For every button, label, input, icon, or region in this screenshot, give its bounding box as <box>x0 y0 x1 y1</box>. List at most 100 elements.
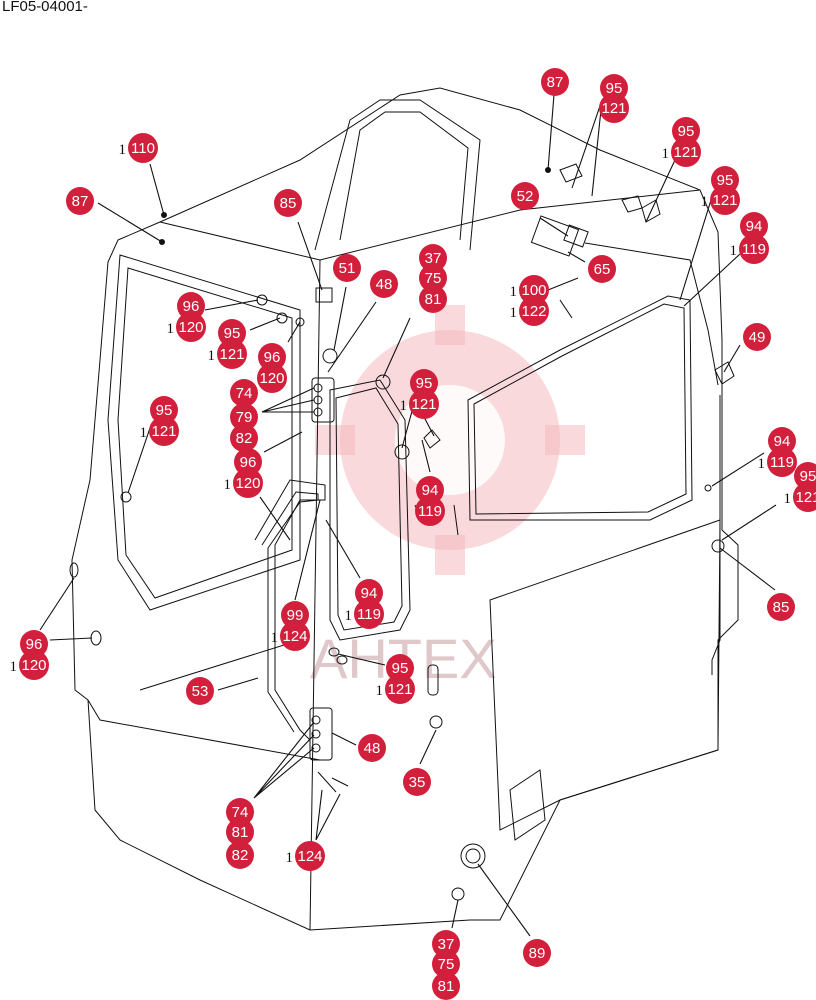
callout-label: 96 <box>26 636 43 653</box>
callout-c96a: 96 <box>177 292 205 320</box>
callout-c95f: 95 <box>150 396 178 424</box>
callout-label: 35 <box>409 774 426 791</box>
callout-label: 95 <box>224 325 241 342</box>
callout-bubble <box>149 416 179 446</box>
callout-label: 82 <box>232 847 249 864</box>
callout-c74a: 74 <box>230 379 258 407</box>
callout-c65: 65 <box>588 255 616 283</box>
callout-bubble <box>333 254 361 282</box>
callout-bubble <box>432 950 460 978</box>
callout-label: 37 <box>438 936 455 953</box>
callout-label: 120 <box>21 657 46 674</box>
callout-c96c: 96 <box>234 448 262 476</box>
callout-bubble <box>274 189 302 217</box>
callout-bubble <box>217 339 247 369</box>
callout-c87b: 87 <box>66 187 94 215</box>
callout-c120b: 120 <box>257 363 287 393</box>
callout-bubble <box>519 296 549 326</box>
callout-c48b: 48 <box>358 734 386 762</box>
callout-label: 95 <box>416 375 433 392</box>
callout-bubble <box>419 285 447 313</box>
callout-bubble <box>432 972 460 1000</box>
callout-label: 65 <box>594 261 611 278</box>
callout-label: 48 <box>364 740 381 757</box>
callout-label: 121 <box>219 346 244 363</box>
callout-label: 49 <box>749 329 766 346</box>
callout-label: 85 <box>773 599 790 616</box>
callout-label: 121 <box>673 144 698 161</box>
callout-c94b: 94 <box>768 427 796 455</box>
callout-label: 124 <box>297 848 322 865</box>
callout-prefix: 1 <box>701 194 709 210</box>
callout-bubble <box>768 427 796 455</box>
callout-bubble <box>295 841 325 871</box>
callout-label: 96 <box>264 349 281 366</box>
callout-prefix: 1 <box>345 608 353 624</box>
callout-c35: 35 <box>403 768 431 796</box>
callout-bubble <box>419 244 447 272</box>
callout-prefix: 1 <box>730 243 738 259</box>
callout-label: 120 <box>178 319 203 336</box>
callout-c119c: 119 <box>415 496 445 526</box>
callout-prefix: 1 <box>662 146 670 162</box>
callout-label: 121 <box>795 489 816 506</box>
callout-c85a: 85 <box>274 189 302 217</box>
callout-c81b: 81 <box>226 818 254 846</box>
callout-c89: 89 <box>523 939 551 967</box>
callout-c52: 52 <box>511 182 539 210</box>
callout-label: 119 <box>357 606 381 623</box>
callout-prefix: 1 <box>140 425 148 441</box>
callout-bubble <box>767 593 795 621</box>
callout-bubble <box>226 798 254 826</box>
callout-label: 119 <box>418 503 442 520</box>
callout-bubble <box>410 369 438 397</box>
callout-prefix: 1 <box>510 284 518 300</box>
callout-label: 89 <box>529 945 546 962</box>
callout-c37a: 37 <box>419 244 447 272</box>
callout-bubble <box>234 448 262 476</box>
callout-bubble <box>672 117 700 145</box>
callout-c87a: 87 <box>541 68 569 96</box>
callout-label: 81 <box>425 291 442 308</box>
callout-bubble <box>523 939 551 967</box>
callout-label: 121 <box>387 681 412 698</box>
callout-label: 74 <box>236 385 253 402</box>
callout-label: 95 <box>606 80 623 97</box>
callout-label: 87 <box>72 193 89 210</box>
callout-label: 94 <box>361 585 378 602</box>
callout-c49: 49 <box>743 323 771 351</box>
cab-frame <box>71 87 739 931</box>
callout-label: 87 <box>547 74 564 91</box>
callout-label: 121 <box>151 423 176 440</box>
callout-label: 95 <box>392 660 409 677</box>
callout-bubble <box>19 650 49 680</box>
callout-label: 121 <box>712 192 737 209</box>
callout-label: 100 <box>521 282 546 299</box>
callout-bubble <box>150 396 178 424</box>
callout-c94d: 94 <box>355 579 383 607</box>
callout-label: 94 <box>774 433 791 450</box>
callout-label: 79 <box>236 409 253 426</box>
callout-c94c: 94 <box>416 476 444 504</box>
callout-prefix: 1 <box>208 348 216 364</box>
callout-label: 53 <box>192 683 209 700</box>
callout-prefix: 1 <box>10 659 18 675</box>
callout-c75b: 75 <box>432 950 460 978</box>
callout-c99: 99 <box>281 601 309 629</box>
callout-prefix: 1 <box>510 305 518 321</box>
callout-label: 85 <box>280 195 297 212</box>
callout-bubble <box>541 68 569 96</box>
callout-bubble <box>740 212 768 240</box>
callout-bubble <box>767 447 797 477</box>
callout-bubble <box>358 734 386 762</box>
callout-prefix: 1 <box>119 142 127 158</box>
callout-label: 95 <box>156 402 173 419</box>
callout-bubble <box>739 234 769 264</box>
